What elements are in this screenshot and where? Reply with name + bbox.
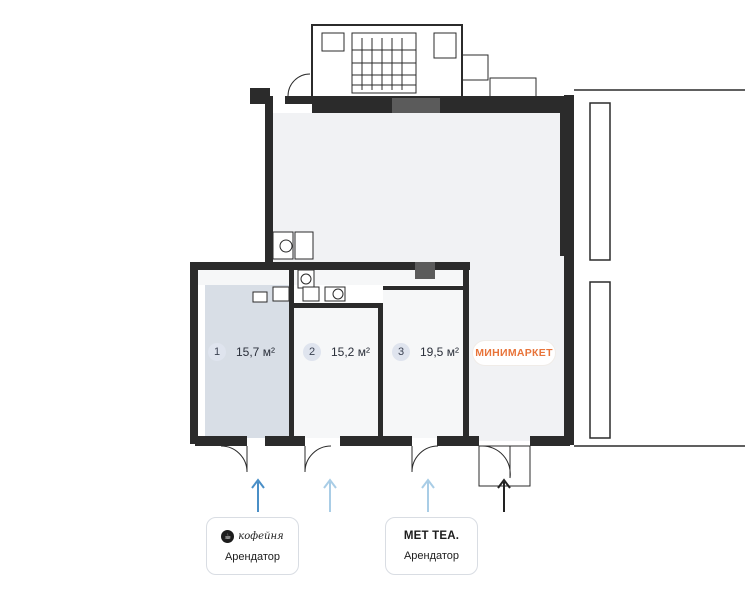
unit-3-area: 19,5 м²: [420, 345, 459, 359]
staircase: [311, 24, 537, 99]
door-swings: [220, 73, 531, 487]
unit-1-label[interactable]: 1 15,7 м²: [208, 343, 275, 361]
tenant-brand-name: МЕТ ТЕА.: [403, 530, 460, 542]
hatched-shaft: [392, 98, 440, 113]
unit-2-label[interactable]: 2 15,2 м²: [303, 343, 370, 361]
unit-2-number: 2: [303, 343, 321, 361]
entrance-arrows: [251, 478, 511, 512]
unit-2-area: 15,2 м²: [331, 345, 370, 359]
main-hall-floor: [270, 113, 564, 273]
right-exterior: [574, 89, 745, 447]
tenant-role: Арендатор: [403, 550, 460, 562]
wc-fixtures: [252, 231, 346, 303]
tenant-brand-coffee: ☕ кофейня: [221, 529, 284, 543]
unit-2-floor[interactable]: [293, 308, 379, 438]
unit-1-area: 15,7 м²: [236, 345, 275, 359]
hatched-column: [415, 262, 435, 279]
minimarket-label[interactable]: МИНИМАРКЕТ: [473, 341, 555, 365]
coffee-logo-icon: ☕: [221, 529, 235, 543]
tenant-brand-tea: МЕТ ТЕА.: [404, 530, 459, 542]
unit-3-label[interactable]: 3 19,5 м²: [392, 343, 459, 361]
unit-1-number: 1: [208, 343, 226, 361]
tenant-brand-name: кофейня: [238, 530, 284, 542]
tenant-role: Арендатор: [224, 550, 281, 563]
unit-3-floor[interactable]: [383, 290, 463, 438]
tenant-card-tea[interactable]: МЕТ ТЕА. Арендатор: [385, 517, 478, 575]
unit-3-number: 3: [392, 343, 410, 361]
tenant-card-coffee[interactable]: ☕ кофейня Арендатор: [206, 517, 299, 575]
